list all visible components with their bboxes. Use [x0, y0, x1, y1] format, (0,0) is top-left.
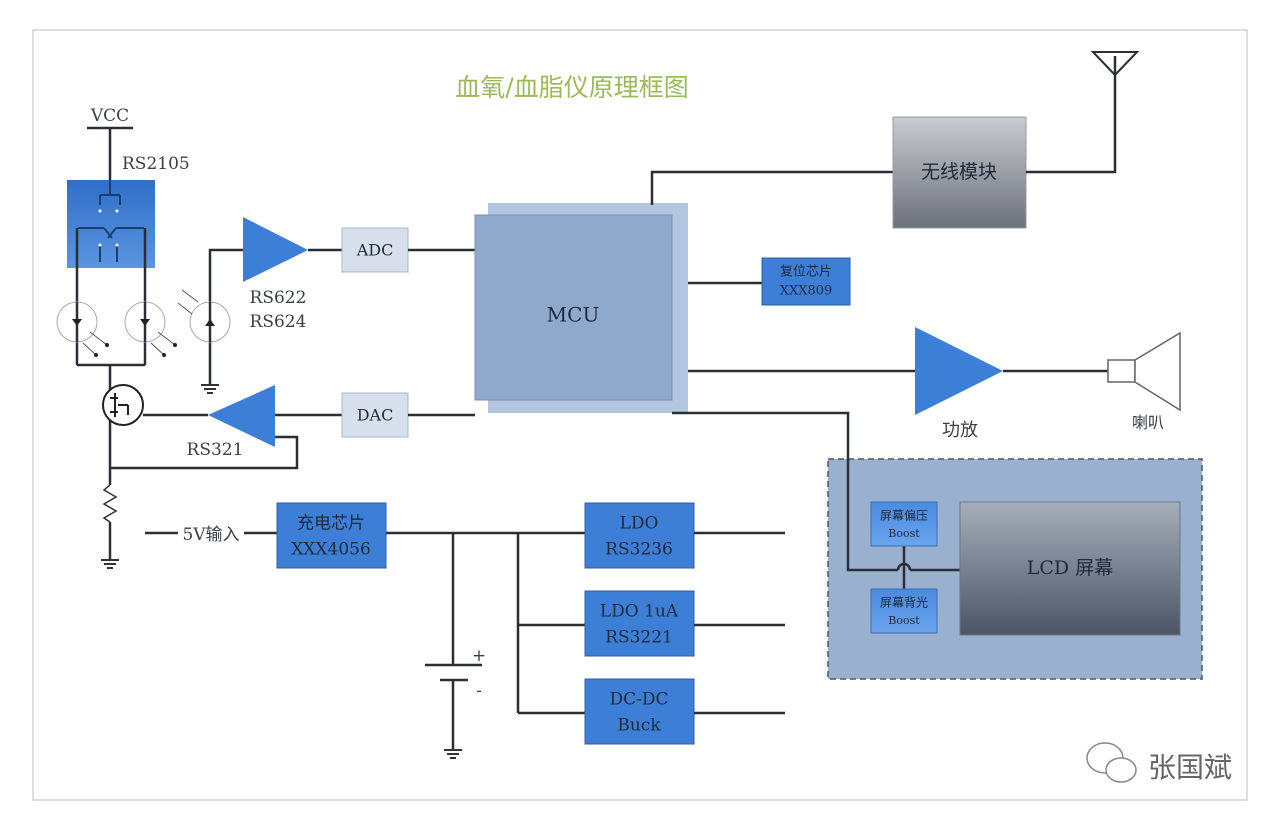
- dac-block: [341, 392, 409, 438]
- ground-icon: [444, 749, 462, 759]
- ldo1-part: RS3236: [605, 540, 673, 560]
- switch-icon: [78, 180, 144, 262]
- wechat-icon: [1086, 742, 1137, 783]
- backlight-boost-block: [870, 588, 938, 634]
- ldo-rs3221-block: [584, 590, 695, 657]
- battery-plus-label: +: [472, 646, 486, 666]
- speaker-label: 喇叭: [1132, 413, 1164, 432]
- input-5v-label: 5V输入: [182, 525, 239, 545]
- diagram-title: 血氧/血脂仪原理框图: [455, 73, 688, 102]
- charger-chip-part: XXX4056: [291, 540, 371, 560]
- rs321-amplifier: [208, 385, 275, 447]
- mcu-label: MCU: [547, 303, 600, 327]
- rs321-label: RS321: [187, 440, 244, 460]
- rs2105-label: RS2105: [122, 154, 190, 174]
- rs624-label: RS624: [250, 312, 307, 332]
- led-driver-section: VCC RS2105: [56, 106, 299, 569]
- bias-boost-label: 屏幕偏压: [880, 508, 928, 523]
- charger-chip-block: [276, 502, 387, 569]
- rs622-amplifier: [243, 217, 308, 282]
- lcd-screen-block: [959, 501, 1181, 636]
- power-amp-label: 功放: [942, 420, 978, 441]
- antenna-icon: [1090, 51, 1140, 77]
- reset-chip-part: XXX809: [780, 284, 833, 299]
- wireless-module-block: [892, 116, 1027, 229]
- charger-chip-label: 充电芯片: [297, 514, 365, 534]
- backlight-boost-type: Boost: [888, 614, 920, 627]
- dcdc-type: Buck: [617, 716, 661, 736]
- watermark-text: 张国斌: [1148, 751, 1232, 784]
- ldo1-label: LDO: [620, 514, 659, 534]
- reset-chip-block: [761, 257, 851, 306]
- ldo2-part: RS3221: [605, 628, 673, 648]
- rs622-label: RS622: [250, 288, 307, 308]
- ground-icon: [201, 384, 219, 394]
- ldo2-label: LDO 1uA: [600, 602, 679, 622]
- mcu-block: [474, 214, 673, 401]
- battery-minus-label: -: [476, 681, 482, 701]
- adc-label: ADC: [356, 241, 394, 260]
- ground-icon: [101, 559, 119, 569]
- speaker-icon: [1107, 331, 1181, 412]
- dcdc-buck-block: [584, 678, 695, 745]
- adc-block: [341, 227, 409, 273]
- sensor-section: RS622 RS624 RS321: [177, 217, 342, 460]
- resistor-icon: [102, 484, 118, 523]
- backlight-boost-label: 屏幕背光: [880, 596, 928, 610]
- bias-boost-block: [870, 501, 938, 547]
- reset-chip-label: 复位芯片: [780, 265, 832, 280]
- wireless-module-label: 无线模块: [921, 161, 997, 183]
- lcd-screen-label: LCD 屏幕: [1027, 557, 1113, 579]
- dcdc-label: DC-DC: [609, 690, 668, 710]
- dac-label: DAC: [357, 406, 394, 425]
- vcc-label: VCC: [90, 106, 129, 126]
- power-amplifier: [915, 327, 1003, 415]
- bias-boost-type: Boost: [888, 527, 920, 540]
- ldo-rs3236-block: [584, 502, 695, 569]
